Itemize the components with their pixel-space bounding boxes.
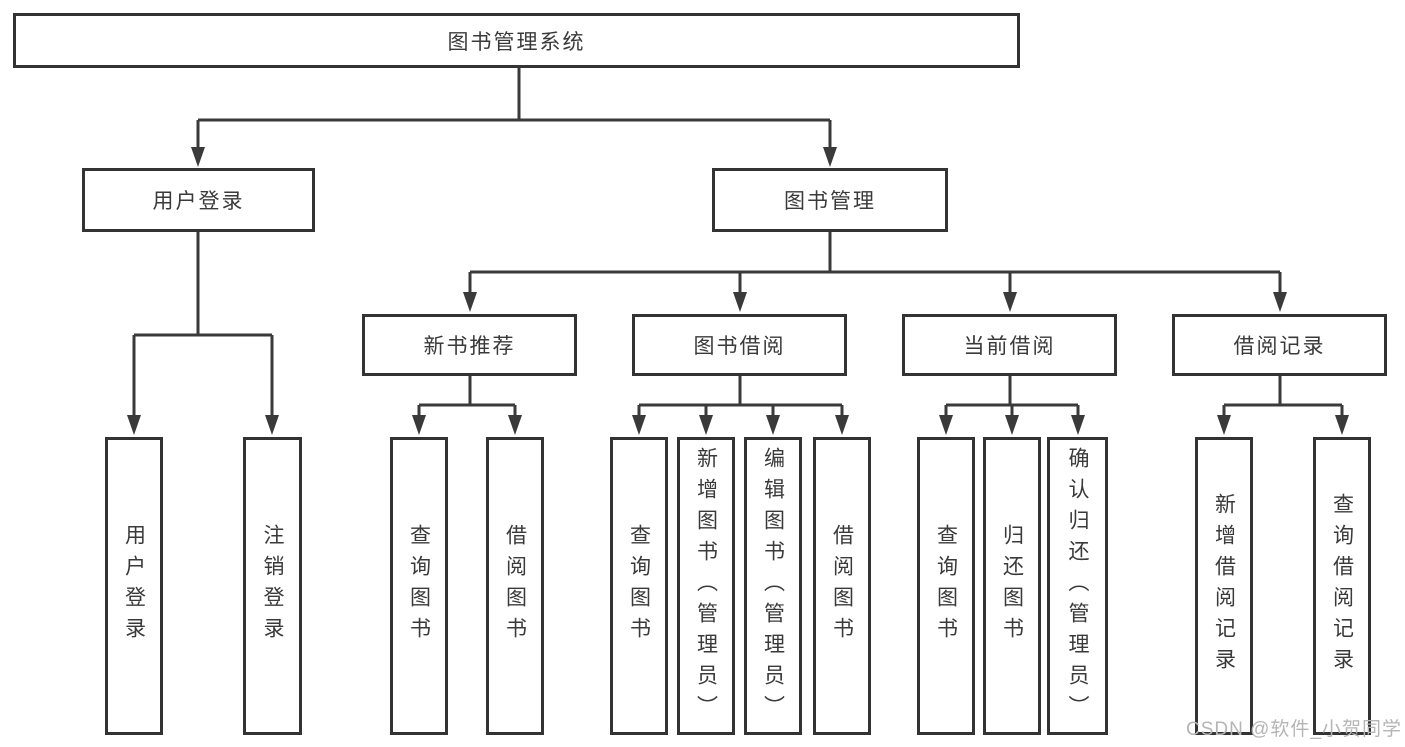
node-current-borrowing: 当前借阅: [902, 314, 1117, 376]
node-leaf-logout: 注销登录: [243, 437, 302, 735]
node-leaf-cb-query-books: 查询图书: [917, 437, 975, 735]
node-leaf-rec-query-books: 查询图书: [390, 437, 448, 735]
node-borrowing-records: 借阅记录: [1172, 314, 1387, 376]
node-leaf-bb-add-books-admin: 新增图书（管理员）: [677, 437, 735, 735]
node-leaf-cb-confirm-return-admin: 确认归还（管理员）: [1047, 437, 1108, 735]
node-book-borrowing: 图书借阅: [632, 314, 847, 376]
connector-borrow-records-to-leaves: [1217, 376, 1349, 435]
node-leaf-bb-borrow-books: 借阅图书: [813, 437, 871, 735]
node-book-borrowing-label: 图书借阅: [693, 335, 786, 358]
node-leaf-bb-edit-books-admin: 编辑图书（管理员）: [744, 437, 802, 735]
node-leaf-bb-edit-books-admin-label: 编辑图书（管理员）: [761, 446, 785, 726]
node-leaf-cb-confirm-return-admin-label: 确认归还（管理员）: [1066, 446, 1089, 726]
node-leaf-rec-query-books-label: 查询图书: [407, 524, 431, 648]
connector-book-mgmt-to-level3: [463, 232, 1287, 312]
csdn-watermark: CSDN @软件_小贺同学: [1186, 719, 1402, 740]
node-leaf-cb-return-books-label: 归还图书: [1000, 524, 1024, 648]
node-leaf-logout-label: 注销登录: [261, 524, 284, 648]
node-leaf-bb-borrow-books-label: 借阅图书: [830, 524, 854, 648]
node-leaf-user-login: 用户登录: [105, 437, 163, 735]
connector-root-to-level2: [191, 68, 837, 167]
node-book-management: 图书管理: [712, 168, 948, 232]
node-leaf-rec-borrow-books: 借阅图书: [486, 437, 544, 735]
node-new-book-recommendation: 新书推荐: [362, 314, 577, 376]
node-new-book-recommendation-label: 新书推荐: [423, 335, 516, 358]
node-borrowing-records-label: 借阅记录: [1233, 335, 1326, 358]
node-user-login: 用户登录: [82, 168, 315, 232]
connector-book-borrow-to-leaves: [632, 376, 849, 435]
node-leaf-bb-add-books-admin-label: 新增图书（管理员）: [694, 446, 718, 726]
node-leaf-br-add-record: 新增借阅记录: [1195, 437, 1253, 735]
node-leaf-cb-query-books-label: 查询图书: [934, 524, 958, 648]
node-root-system-label: 图书管理系统: [447, 30, 586, 54]
connector-current-borrow-to-leaves: [939, 376, 1085, 435]
node-leaf-br-query-record-label: 查询借阅记录: [1330, 493, 1354, 679]
node-leaf-br-query-record: 查询借阅记录: [1313, 437, 1371, 735]
node-leaf-bb-query-books-label: 查询图书: [627, 524, 651, 648]
node-leaf-user-login-label: 用户登录: [122, 524, 146, 648]
node-book-management-label: 图书管理: [784, 190, 876, 213]
node-leaf-bb-query-books: 查询图书: [610, 437, 668, 735]
node-root-system: 图书管理系统: [13, 13, 1020, 68]
node-leaf-cb-return-books: 归还图书: [983, 437, 1041, 735]
node-user-login-label: 用户登录: [152, 190, 245, 213]
connector-new-book-rec-to-leaves: [412, 376, 522, 435]
node-current-borrowing-label: 当前借阅: [963, 335, 1056, 358]
connector-user-login-to-leaves: [127, 232, 279, 435]
node-leaf-rec-borrow-books-label: 借阅图书: [503, 524, 527, 648]
node-leaf-br-add-record-label: 新增借阅记录: [1212, 493, 1236, 679]
